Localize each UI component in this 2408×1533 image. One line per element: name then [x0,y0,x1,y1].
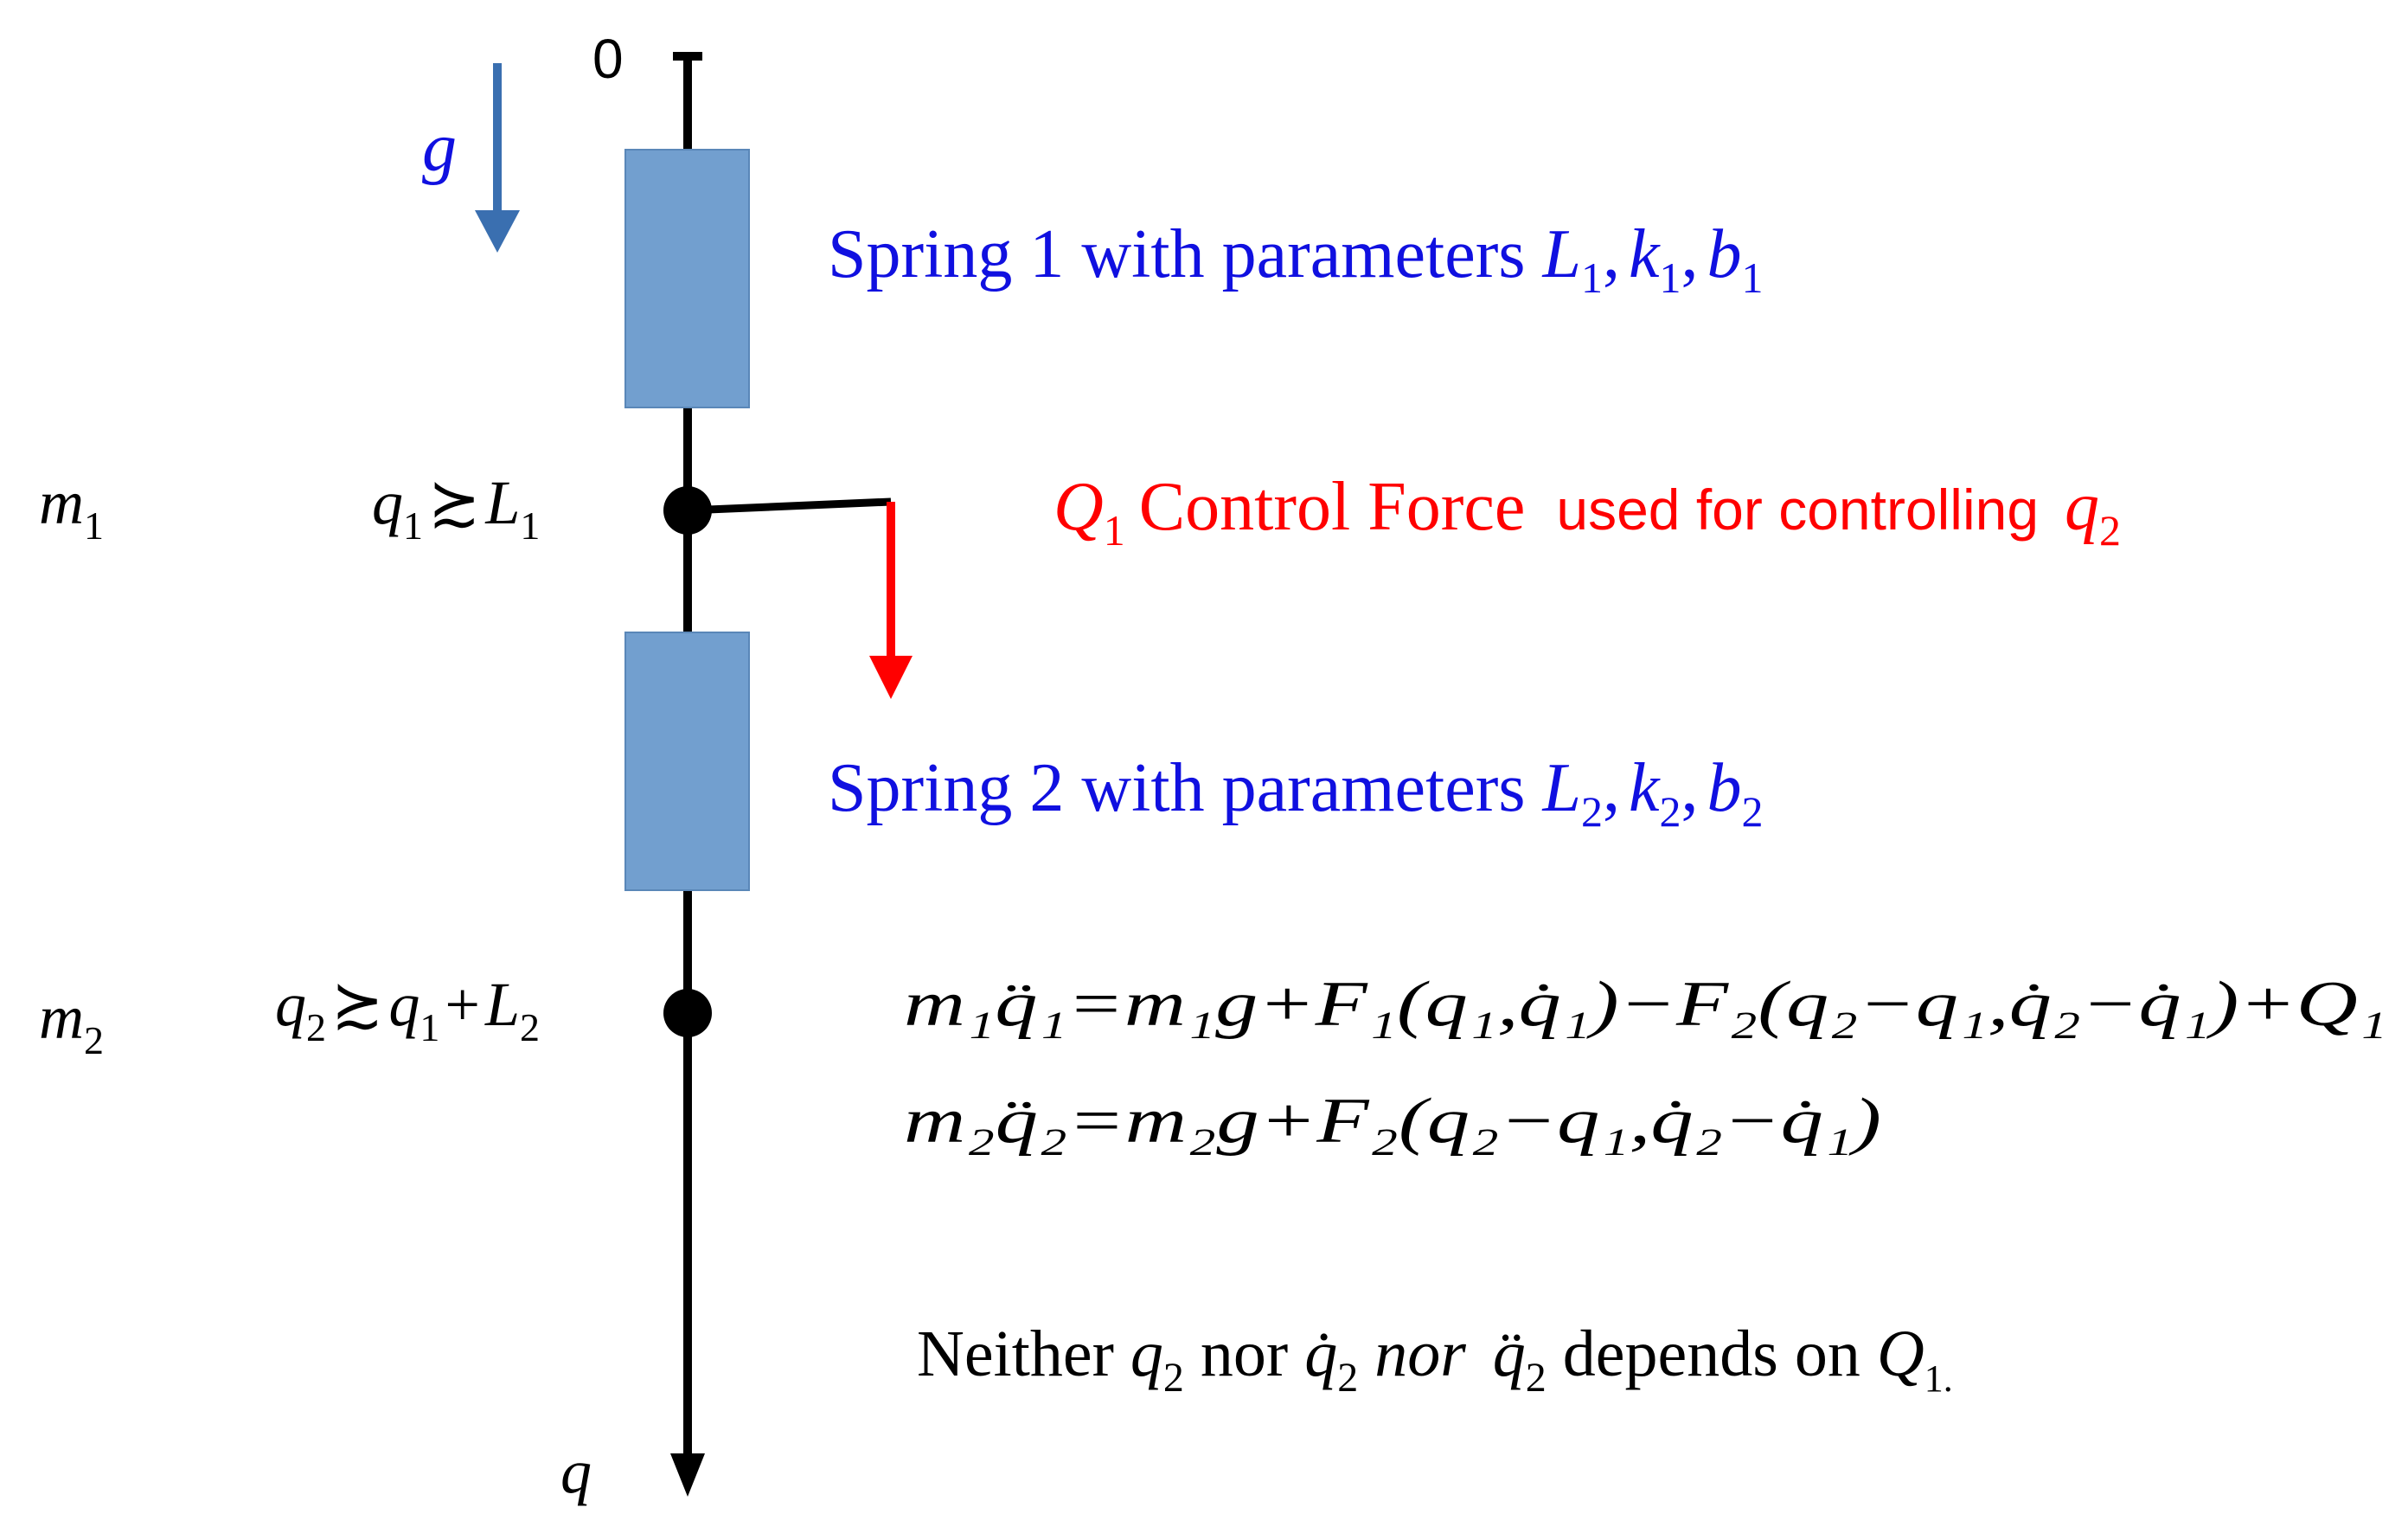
spring-1-label: Spring 1 with parameters L1,k1,b1 [828,216,1764,302]
equation-1: m₁q̈₁=m₁g+F₁(q₁,q̇₁)−F₂(q₂−q₁,q̇₂−q̇₁)+Q… [904,969,2387,1040]
control-force-arrow [687,497,913,699]
spring-1-block [624,149,750,408]
control-arrowhead [869,656,913,699]
gravity-arrowhead [475,210,520,253]
equation-2: m₂q̈₂=m₂g+F₂(q₂−q₁,q̇₂−q̇₁) [904,1086,1881,1157]
axis-end-label: q [560,1437,592,1506]
q2-constraint: q2≿q1+L2 [275,970,540,1049]
mass-2-label: m2 [39,983,104,1062]
spring-2-label: Spring 2 with parameters L2,k2,b2 [828,750,1764,836]
axis-arrowhead [670,1453,705,1497]
axis-origin-label: 0 [592,28,624,90]
gravity-indicator: g [422,63,520,253]
control-connector [687,497,892,515]
spring-2-block [624,632,750,891]
q1-constraint: q1≿L1 [372,468,540,548]
independence-note: Neither q2 nor q̇2 nor q̈2 depends on Q1… [917,1318,1953,1401]
mass-2-point [663,989,712,1037]
mass-1-label: m1 [39,468,104,548]
gravity-label: g [422,110,457,186]
